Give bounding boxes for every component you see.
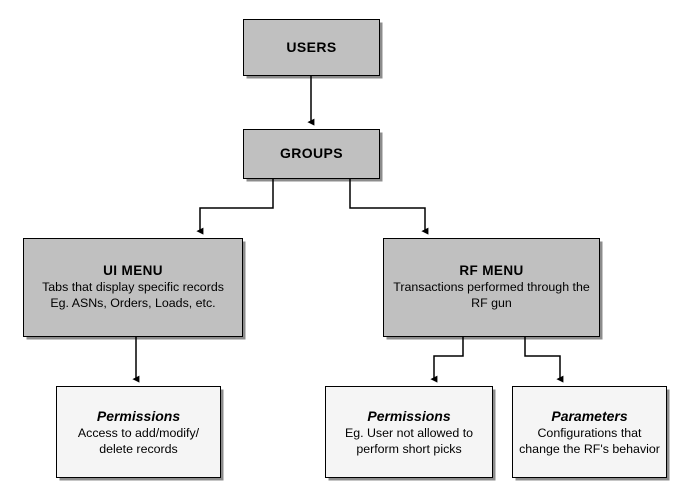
node-rf-permissions[interactable]: Permissions Eg. User not allowed to perf…: [325, 386, 493, 478]
node-ui-menu-title: UI MENU: [103, 263, 163, 279]
node-rf-menu[interactable]: RF MENU Transactions performed through t…: [383, 238, 600, 337]
node-rf-permissions-title: Permissions: [367, 407, 451, 424]
node-rf-parameters-title: Parameters: [551, 407, 628, 424]
edge-groups-to-ui-menu: [196, 179, 274, 235]
node-ui-permissions-description: Access to add/modify/ delete records: [77, 425, 200, 456]
node-users[interactable]: USERS: [243, 19, 380, 76]
node-groups-title: GROUPS: [279, 145, 344, 162]
node-rf-permissions-description: Eg. User not allowed to perform short pi…: [344, 425, 474, 456]
node-rf-menu-description: Transactions performed through the RF gu…: [393, 280, 590, 310]
node-rf-parameters-description: Configurations that change the RF's beha…: [519, 425, 660, 456]
node-ui-menu[interactable]: UI MENU Tabs that display specific recor…: [23, 238, 243, 337]
node-users-title: USERS: [286, 38, 337, 55]
node-ui-menu-description: Tabs that display specific records Eg. A…: [42, 280, 224, 310]
node-ui-permissions-title: Permissions: [96, 407, 181, 424]
node-rf-menu-title: RF MENU: [459, 263, 524, 279]
edge-rf-menu-to-parameters: [524, 337, 564, 383]
node-groups[interactable]: GROUPS: [243, 129, 380, 179]
node-rf-parameters[interactable]: Parameters Configurations that change th…: [512, 386, 667, 478]
edge-rf-menu-to-permissions: [430, 337, 464, 383]
node-ui-permissions[interactable]: Permissions Access to add/modify/ delete…: [56, 386, 221, 478]
edge-groups-to-rf-menu: [349, 179, 429, 235]
